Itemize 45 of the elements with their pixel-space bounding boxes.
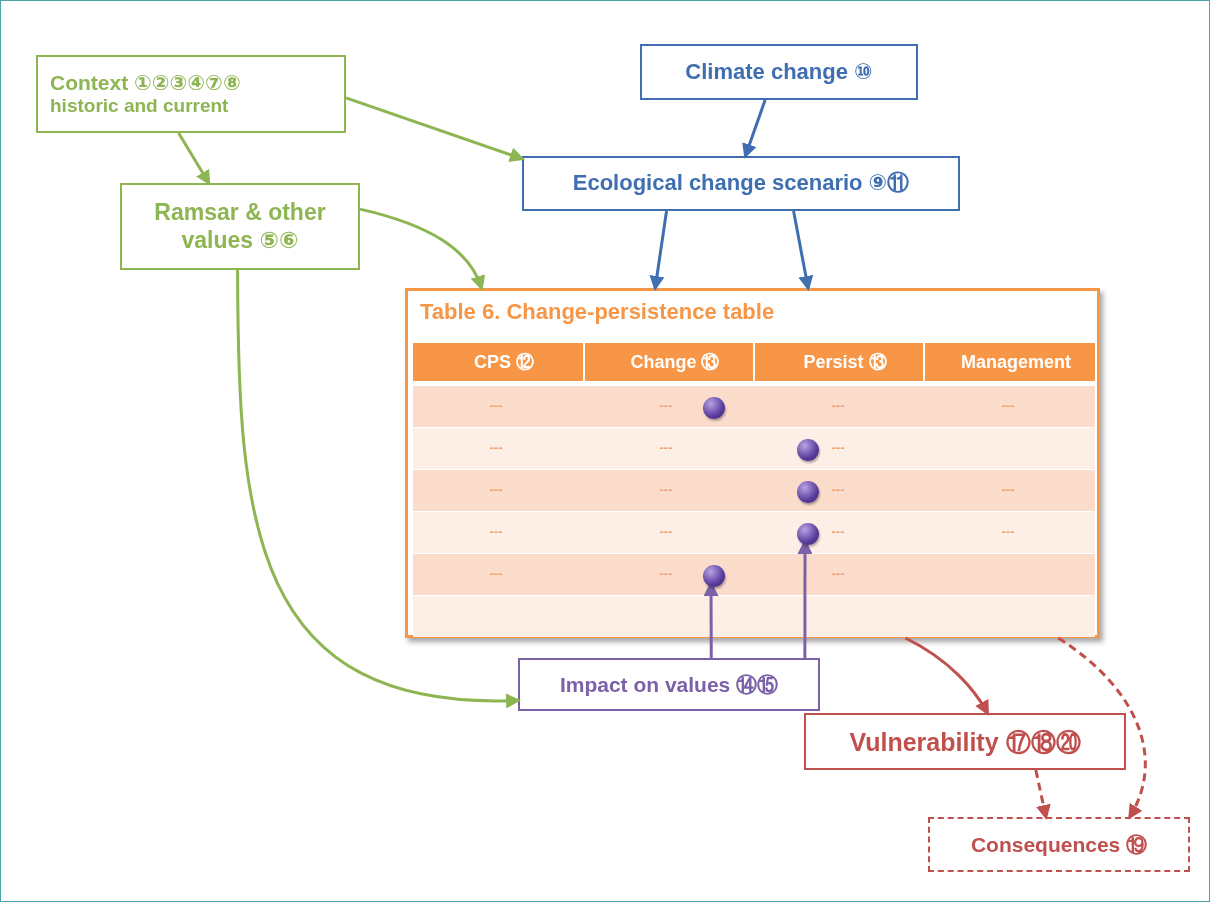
placeholder-dashes: --- [489, 482, 503, 497]
process-box [36, 55, 346, 133]
placeholder-dashes: --- [831, 398, 845, 413]
arrow [1057, 636, 1147, 820]
column-header: Management [925, 343, 1095, 381]
box-title: Vulnerability ⑰⑱⑳ [849, 726, 1081, 757]
placeholder-dashes: --- [1001, 482, 1015, 497]
arrow [345, 96, 525, 162]
arrow [177, 132, 211, 186]
placeholder-dashes: --- [831, 482, 845, 497]
box-title: Ecological change scenario ⑨⑪ [572, 170, 910, 197]
placeholder-dashes: --- [489, 440, 503, 455]
arrow [742, 99, 767, 159]
process-box [804, 713, 1126, 770]
process-box [640, 44, 918, 100]
placeholder-dashes: --- [1001, 524, 1015, 539]
column-header: Change ⑬ [585, 343, 753, 381]
placeholder-dashes: --- [489, 398, 503, 413]
column-header: CPS ⑫ [413, 343, 583, 381]
placeholder-dashes: --- [489, 566, 503, 581]
placeholder-dashes: --- [831, 566, 845, 581]
placeholder-dashes: --- [831, 440, 845, 455]
table-panel [405, 288, 1100, 638]
arrow [1034, 769, 1051, 820]
column-header: Persist ⑬ [755, 343, 923, 381]
table-title: Table 6. Change-persistence table [420, 299, 775, 326]
box-title: Impact on values ⑭⑮ [559, 671, 779, 698]
box-subtitle: historic and current [50, 95, 229, 118]
box-title: Context ①②③④⑦⑧ [50, 70, 241, 96]
placeholder-dashes: --- [659, 440, 673, 455]
box-title: Consequences ⑲ [970, 831, 1148, 858]
process-box [120, 183, 360, 270]
process-box [518, 658, 820, 711]
placeholder-dashes: --- [659, 566, 673, 581]
placeholder-dashes: --- [489, 524, 503, 539]
box-title: Ramsar & other values ⑤⑥ [153, 198, 327, 255]
arrow [904, 636, 990, 716]
placeholder-dashes: --- [659, 398, 673, 413]
process-box [522, 156, 960, 211]
box-title: Climate change ⑩ [685, 58, 873, 86]
placeholder-dashes: --- [1001, 398, 1015, 413]
placeholder-dashes: --- [659, 524, 673, 539]
process-box [928, 817, 1190, 872]
placeholder-dashes: --- [831, 524, 845, 539]
placeholder-dashes: --- [659, 482, 673, 497]
